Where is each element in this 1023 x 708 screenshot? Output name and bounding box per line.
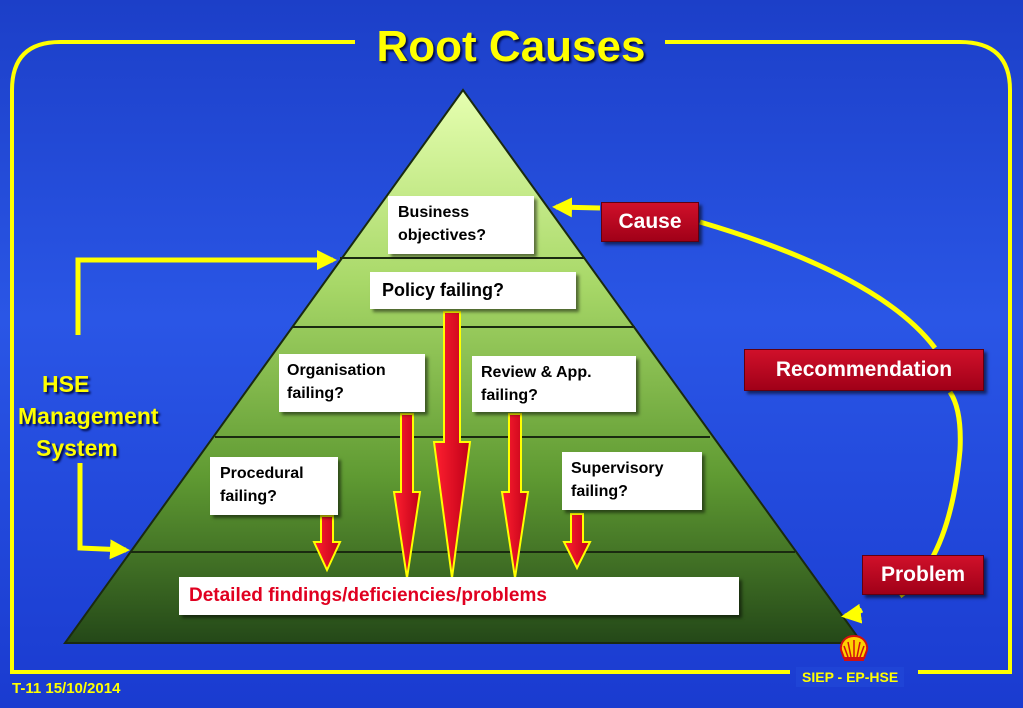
hse-line-1: HSE	[42, 371, 90, 397]
page-title: Root Causes	[376, 22, 646, 71]
detailed-findings-box: Detailed findings/deficiencies/problems	[179, 577, 739, 615]
frame-border	[10, 40, 790, 674]
red-arrows	[312, 311, 592, 579]
hse-top-arrow	[75, 250, 337, 335]
hse-line-2: Management	[18, 403, 159, 429]
shell-logo-icon	[839, 634, 869, 661]
hse-bottom-arrow	[77, 463, 130, 560]
org-label: SIEP - EP-HSE	[796, 667, 905, 687]
frame-border-right	[665, 40, 1012, 674]
cause-arrow	[552, 197, 601, 218]
supervisory-arrow	[562, 513, 592, 571]
cause-label: Cause	[601, 202, 699, 242]
procedural-failing-box: Procedural failing?	[210, 457, 338, 515]
procedural-arrow	[312, 515, 342, 573]
organisation-failing-box: Organisation failing?	[279, 354, 425, 412]
review-failing-box: Review & App. failing?	[472, 356, 636, 412]
policy-failing-box: Policy failing?	[370, 272, 576, 309]
business-objectives-box: Business objectives?	[388, 196, 534, 254]
recommendation-label: Recommendation	[744, 349, 984, 391]
supervisory-failing-box: Supervisory failing?	[562, 452, 702, 510]
recommendation-to-cause-curve	[699, 219, 937, 350]
slide-id: T-11 15/10/2014	[12, 680, 121, 697]
hse-management-system-label: HSE Management System	[18, 368, 188, 464]
problem-arrow	[841, 603, 864, 624]
review-arrow	[500, 413, 530, 579]
pyramid	[63, 88, 864, 644]
problem-label: Problem	[862, 555, 984, 595]
policy-arrow	[432, 311, 472, 579]
organisation-arrow	[392, 413, 422, 579]
hse-line-3: System	[36, 435, 118, 461]
